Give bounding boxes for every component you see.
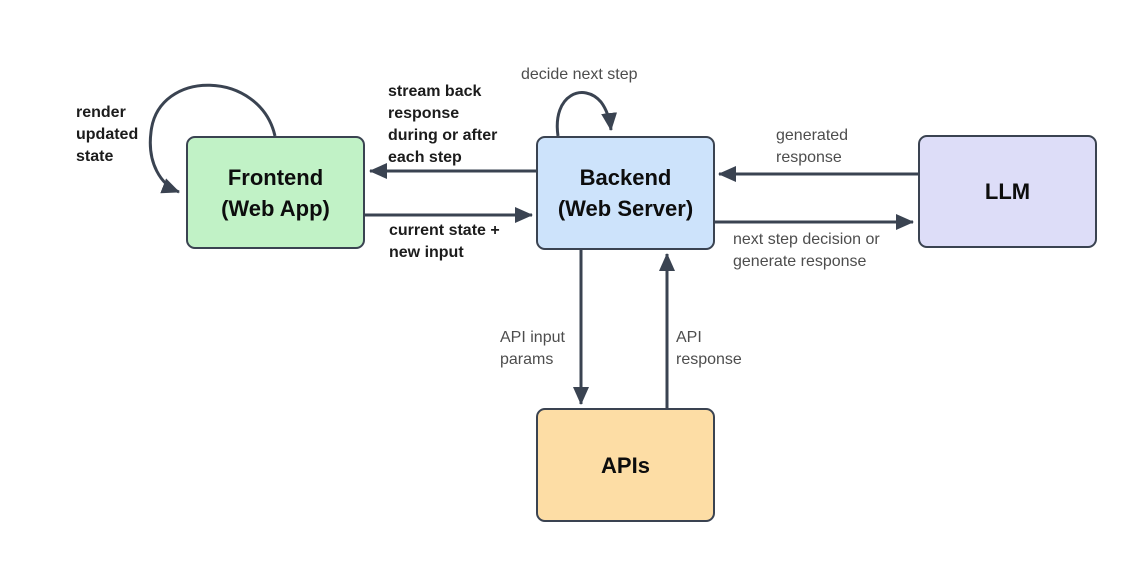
stream-back-response-label: stream back response during or after eac… [388,83,498,166]
api-input-params-label: API input params [500,329,565,368]
decide-next-step-label: decide next step [521,66,638,83]
current-state-new-input-label: current state + new input [389,222,500,261]
apis-node-label: APIs [601,452,650,478]
frontend-node-label: Frontend (Web App) [221,164,330,221]
backend-node: Backend (Web Server) [536,136,715,250]
backend-self-loop-arrow [555,91,618,137]
backend-node-label: Backend (Web Server) [557,165,694,221]
api-response-label: API response [676,329,742,368]
next-step-decision-label: next step decision or generate response [733,231,880,270]
frontend-self-loop-arrow [148,83,277,194]
frontend-node: Frontend (Web App) [186,136,365,249]
llm-node-label: LLM [984,179,1031,204]
apis-node: APIs [536,408,715,522]
render-updated-state-label: render updated state [76,104,139,165]
llm-node: LLM [918,135,1097,248]
generated-response-label: generated response [776,127,849,166]
